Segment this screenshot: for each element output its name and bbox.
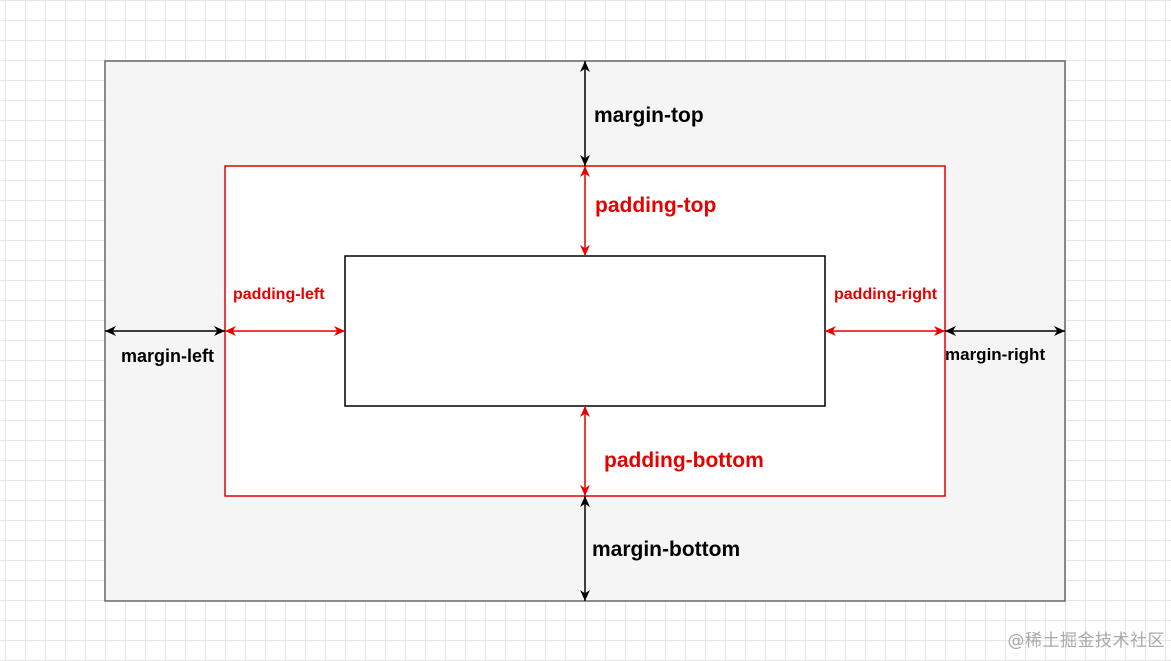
content-box (344, 255, 826, 407)
margin-left-label: margin-left (121, 346, 214, 366)
padding-top-label: padding-top (595, 194, 716, 217)
padding-bottom-label: padding-bottom (604, 449, 764, 472)
margin-right-label: margin-right (945, 345, 1045, 364)
margin-top-label: margin-top (594, 104, 704, 127)
padding-left-label: padding-left (233, 286, 325, 303)
margin-bottom-label: margin-bottom (592, 538, 740, 561)
padding-right-label: padding-right (834, 286, 938, 303)
watermark-text: @稀土掘金技术社区 (1007, 631, 1165, 651)
